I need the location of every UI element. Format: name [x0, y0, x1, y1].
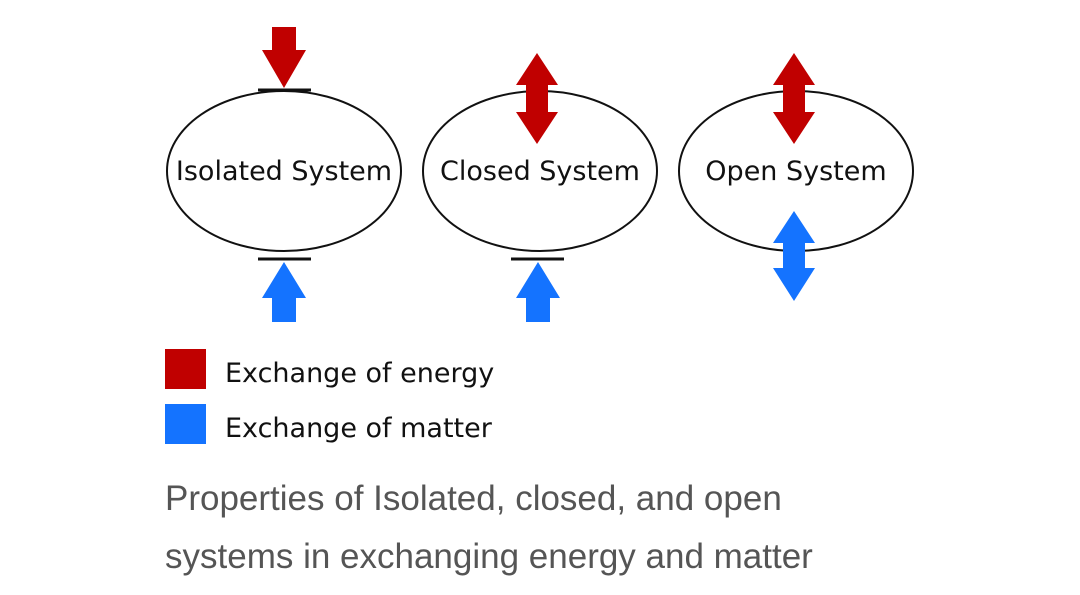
open-system-label: Open System: [705, 156, 886, 187]
isolated-system-label: Isolated System: [176, 156, 392, 187]
caption-line-1: Properties of Isolated, closed, and open: [165, 479, 782, 518]
matter-arrow-bidirectional-icon: [773, 211, 815, 301]
isolated-system: Isolated System: [166, 27, 402, 322]
energy-arrow-down-icon: [262, 27, 306, 88]
legend-energy-swatch: [165, 349, 206, 389]
energy-arrow-bidirectional-icon: [773, 53, 815, 144]
closed-system-label: Closed System: [440, 156, 640, 187]
closed-system: Closed System: [422, 53, 658, 322]
caption-line-2: systems in exchanging energy and matter: [165, 537, 813, 576]
energy-arrow-bidirectional-icon: [516, 53, 558, 144]
isolated-system-boundary: [166, 90, 402, 252]
legend-matter-label: Exchange of matter: [225, 413, 493, 444]
legend-energy-label: Exchange of energy: [225, 358, 494, 389]
figure-caption: Properties of Isolated, closed, and open…: [165, 470, 1045, 586]
legend: Exchange of energy Exchange of matter: [165, 349, 494, 444]
matter-arrow-up-icon: [516, 262, 560, 322]
legend-matter-swatch: [165, 404, 206, 444]
open-system: Open System: [678, 53, 914, 301]
matter-arrow-up-icon: [262, 262, 306, 322]
